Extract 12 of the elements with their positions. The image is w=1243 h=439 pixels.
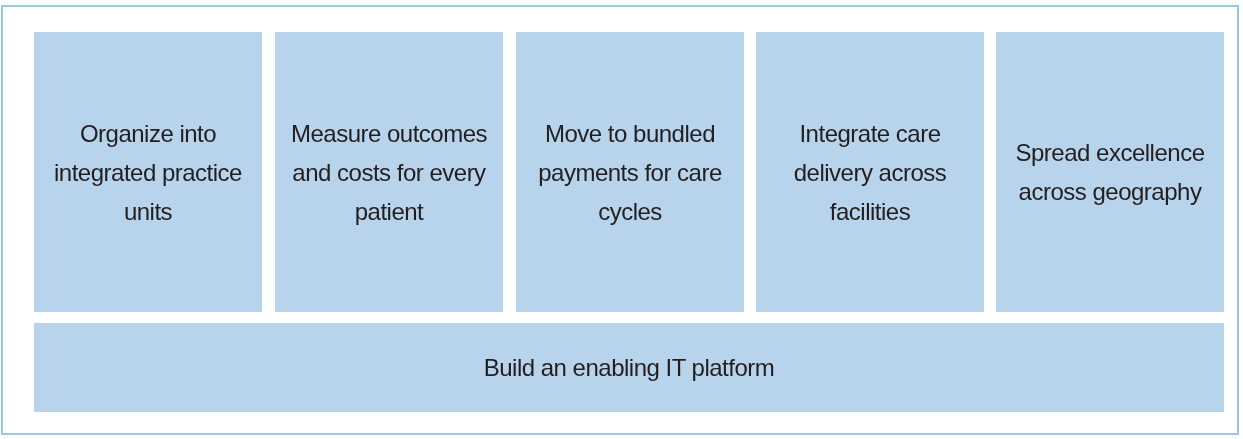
process-box — [756, 32, 984, 312]
process-box — [275, 32, 503, 312]
process-box — [516, 32, 744, 312]
box-label: Build an enabling IT platform — [483, 353, 775, 383]
process-box — [996, 32, 1224, 312]
process-box — [34, 323, 1224, 412]
box-label: Organize into integrated practice units — [53, 118, 243, 227]
process-box — [34, 32, 262, 312]
box-label: Move to bundled payments for care cycles — [537, 118, 723, 227]
box-label: Measure outcomes and costs for every patient — [289, 118, 489, 227]
box-label: Spread excellence across geography — [1014, 138, 1206, 207]
box-label: Integrate care delivery across facilities — [792, 118, 948, 227]
